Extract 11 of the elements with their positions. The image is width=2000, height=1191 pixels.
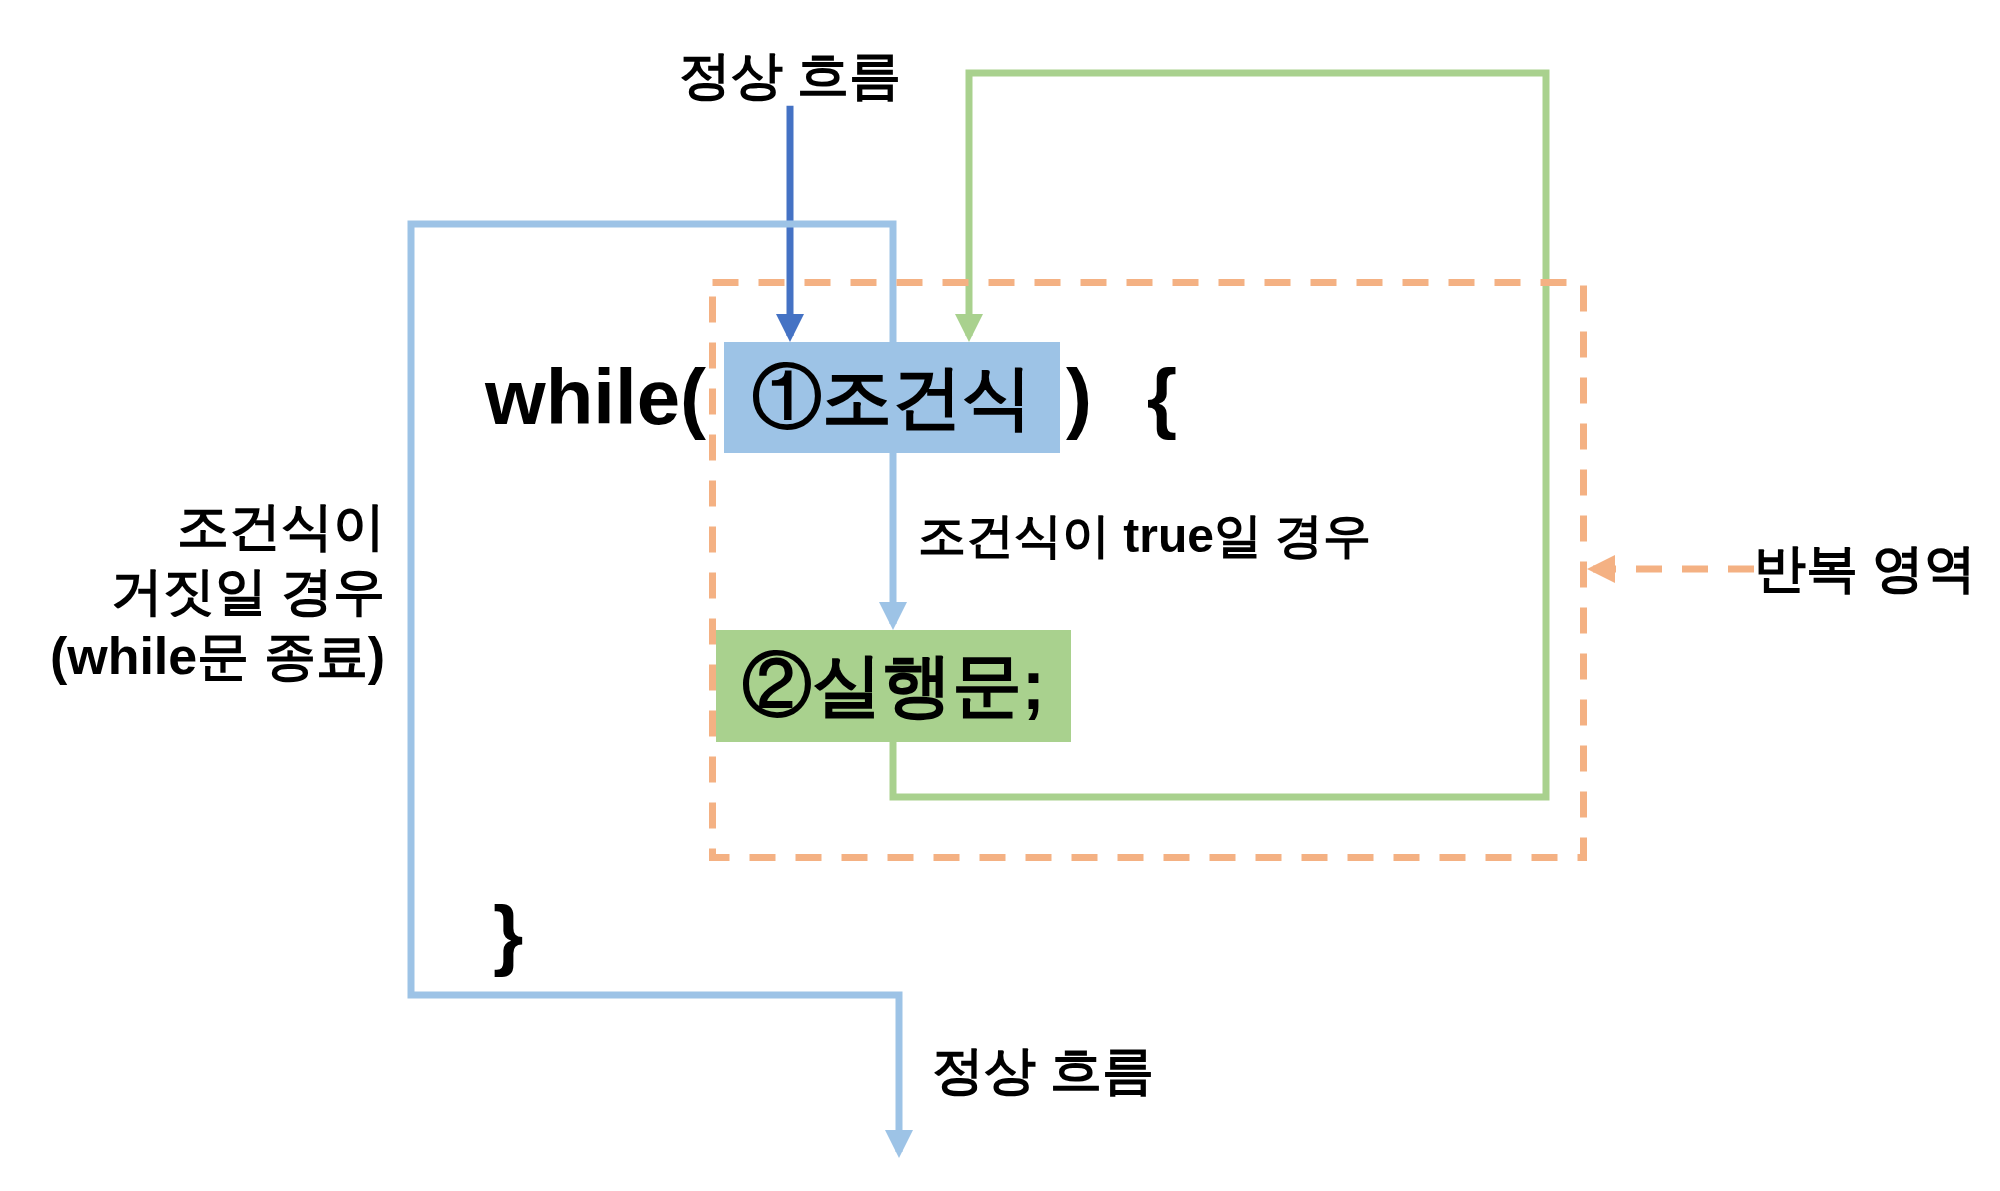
dashed-frame (709, 279, 1587, 861)
flow-label: 정상 흐름 (678, 46, 902, 106)
arrow (407, 220, 913, 1158)
edge-label: 조건식이 true일 경우 (918, 508, 1372, 564)
edge-label: 조건식이 거짓일 경우 (while문 종료) (48, 496, 385, 687)
arrow (879, 453, 907, 630)
region-label: 반복 영역 (1754, 539, 1977, 599)
flow-label: 정상 흐름 (932, 1044, 1155, 1096)
condition-box: ①조건식 (724, 342, 1060, 453)
statement-box: ②실행문; (716, 630, 1071, 742)
arrow (776, 105, 804, 342)
